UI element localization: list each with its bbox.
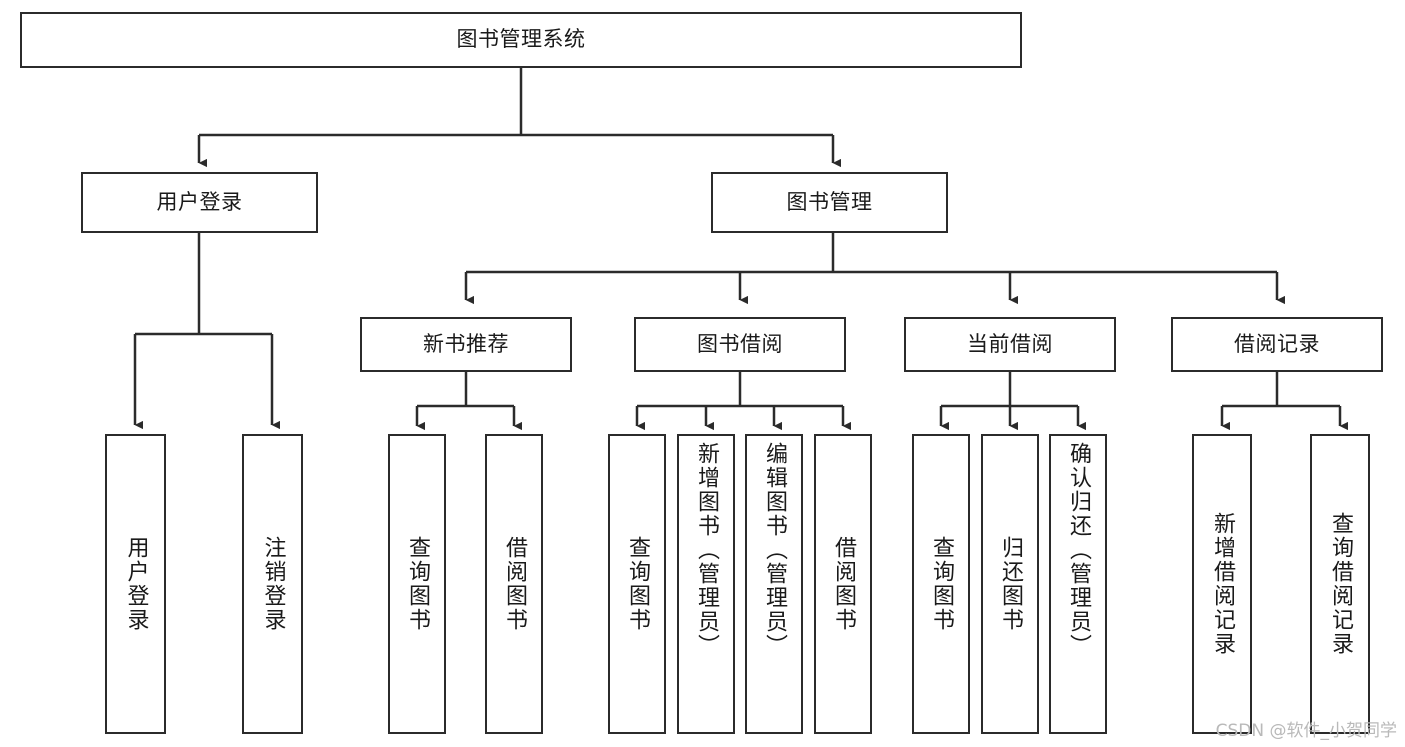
node-leaf-confirm-return[interactable]: 确认归还（管理员） bbox=[1049, 434, 1107, 734]
node-leaf-query-record-label: 查询借阅记录 bbox=[1328, 512, 1353, 656]
node-book-manage[interactable]: 图书管理 bbox=[711, 172, 948, 233]
node-leaf-borrow-book-2-label: 借阅图书 bbox=[831, 536, 856, 632]
node-leaf-query-book-3[interactable]: 查询图书 bbox=[912, 434, 970, 734]
node-user-login-label: 用户登录 bbox=[156, 189, 243, 214]
node-leaf-logout-login[interactable]: 注销登录 bbox=[242, 434, 303, 734]
node-book-manage-label: 图书管理 bbox=[786, 189, 873, 214]
node-leaf-borrow-book-2[interactable]: 借阅图书 bbox=[814, 434, 872, 734]
node-leaf-return-book-label: 归还图书 bbox=[998, 536, 1023, 632]
node-borrow-record-label: 借阅记录 bbox=[1234, 331, 1320, 356]
watermark-text: CSDN @软件_小贺同学 bbox=[1215, 721, 1397, 741]
node-leaf-logout-login-label: 注销登录 bbox=[260, 536, 286, 632]
node-current-borrow[interactable]: 当前借阅 bbox=[904, 317, 1116, 372]
node-new-book-recommend[interactable]: 新书推荐 bbox=[360, 317, 572, 372]
node-leaf-query-book-1[interactable]: 查询图书 bbox=[388, 434, 446, 734]
node-leaf-return-book[interactable]: 归还图书 bbox=[981, 434, 1039, 734]
node-leaf-add-record[interactable]: 新增借阅记录 bbox=[1192, 434, 1252, 734]
node-root[interactable]: 图书管理系统 bbox=[20, 12, 1022, 68]
node-leaf-user-login-label: 用户登录 bbox=[123, 536, 149, 632]
node-leaf-add-record-label: 新增借阅记录 bbox=[1210, 512, 1235, 656]
node-leaf-query-record[interactable]: 查询借阅记录 bbox=[1310, 434, 1370, 734]
node-leaf-query-book-2-label: 查询图书 bbox=[625, 536, 650, 632]
node-leaf-add-book-label: 新增图书（管理员） bbox=[694, 442, 719, 658]
node-leaf-confirm-return-label: 确认归还（管理员） bbox=[1066, 442, 1091, 658]
node-leaf-user-login[interactable]: 用户登录 bbox=[105, 434, 166, 734]
node-book-borrow[interactable]: 图书借阅 bbox=[634, 317, 846, 372]
node-user-login[interactable]: 用户登录 bbox=[81, 172, 318, 233]
node-leaf-borrow-book-1[interactable]: 借阅图书 bbox=[485, 434, 543, 734]
node-book-borrow-label: 图书借阅 bbox=[697, 331, 783, 356]
node-leaf-query-book-1-label: 查询图书 bbox=[405, 536, 430, 632]
node-leaf-edit-book-label: 编辑图书（管理员） bbox=[762, 442, 787, 658]
node-leaf-edit-book[interactable]: 编辑图书（管理员） bbox=[745, 434, 803, 734]
node-leaf-borrow-book-1-label: 借阅图书 bbox=[502, 536, 527, 632]
node-root-label: 图书管理系统 bbox=[456, 27, 586, 52]
node-borrow-record[interactable]: 借阅记录 bbox=[1171, 317, 1383, 372]
node-leaf-query-book-2[interactable]: 查询图书 bbox=[608, 434, 666, 734]
node-new-book-recommend-label: 新书推荐 bbox=[423, 331, 509, 356]
node-current-borrow-label: 当前借阅 bbox=[967, 331, 1053, 356]
node-leaf-add-book[interactable]: 新增图书（管理员） bbox=[677, 434, 735, 734]
node-leaf-query-book-3-label: 查询图书 bbox=[929, 536, 954, 632]
